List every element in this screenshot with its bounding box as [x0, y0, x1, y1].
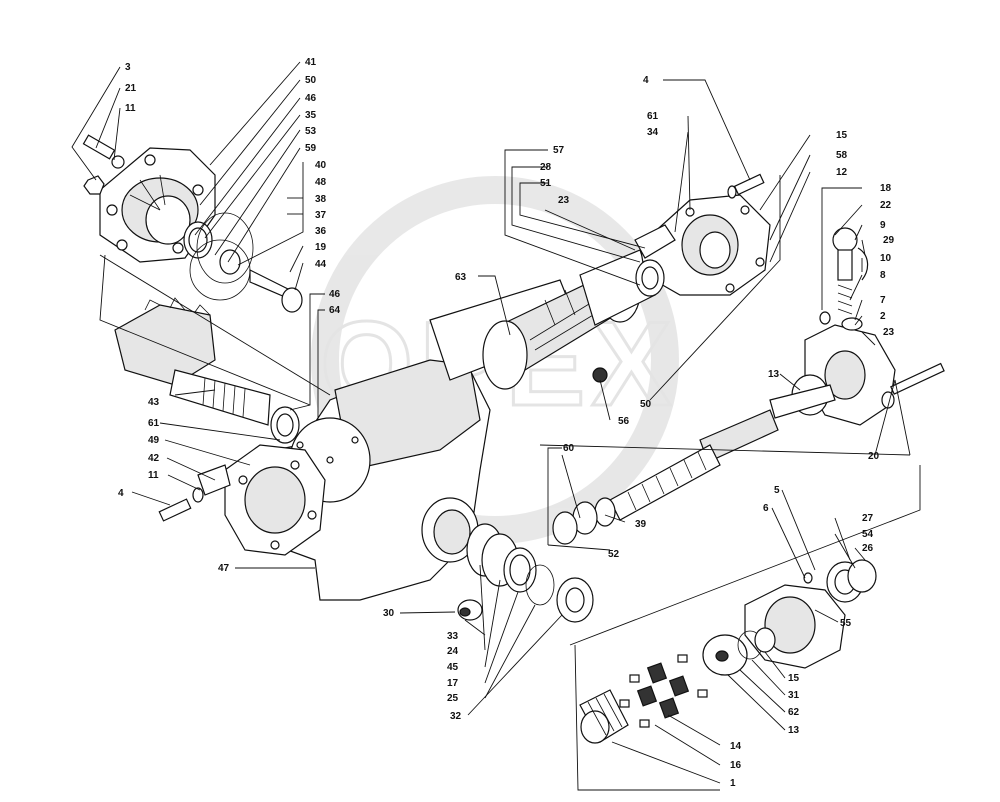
callout-36: 36 — [315, 226, 327, 237]
leader-lines — [71, 61, 921, 791]
top-left-bolt — [82, 134, 125, 195]
callout-20: 20 — [868, 451, 880, 462]
callout-44: 44 — [315, 259, 327, 270]
callout-15-bottom: 15 — [788, 673, 800, 684]
callout-38: 38 — [315, 194, 327, 205]
central-shaft — [482, 249, 656, 390]
callout-60: 60 — [563, 443, 575, 454]
callout-33: 33 — [447, 631, 459, 642]
callout-1: 1 — [730, 778, 736, 789]
callout-39: 39 — [635, 519, 647, 530]
callout-23-right: 23 — [883, 327, 895, 338]
callout-62: 62 — [788, 707, 800, 718]
disc-and-washers — [702, 627, 776, 676]
sleeve — [579, 689, 629, 744]
callout-37: 37 — [315, 210, 327, 221]
callout-18: 18 — [880, 183, 892, 194]
callout-45: 45 — [447, 662, 459, 673]
drain-plug — [457, 599, 483, 621]
callout-49: 49 — [148, 435, 160, 446]
callout-61-left: 61 — [148, 418, 160, 429]
front-cover — [224, 444, 326, 556]
callout-11-left: 11 — [148, 470, 159, 481]
callout-28: 28 — [540, 162, 552, 173]
callout-11: 11 — [125, 103, 136, 114]
callout-23: 23 — [558, 195, 570, 206]
callout-29: 29 — [883, 235, 895, 246]
callout-54: 54 — [862, 529, 874, 540]
callout-4-top: 4 — [643, 75, 649, 86]
callout-56: 56 — [618, 416, 630, 427]
callout-3: 3 — [125, 62, 131, 73]
callout-52: 52 — [608, 549, 620, 560]
bottom-cover — [744, 559, 877, 669]
callout-22: 22 — [880, 200, 892, 211]
callout-13-right: 13 — [768, 369, 780, 380]
callout-50-mid: 50 — [640, 399, 652, 410]
callout-42: 42 — [148, 453, 160, 464]
front-seal-rings — [466, 523, 594, 623]
callout-46: 46 — [305, 93, 317, 104]
callout-24: 24 — [447, 646, 459, 657]
top-right-bolt — [727, 173, 765, 199]
callout-32: 32 — [450, 711, 462, 722]
gear-shaft — [114, 297, 300, 444]
callout-31: 31 — [788, 690, 800, 701]
callout-30: 30 — [383, 608, 395, 619]
callout-40: 40 — [315, 160, 327, 171]
callout-64: 64 — [329, 305, 341, 316]
front-bolt — [158, 464, 231, 522]
callout-53: 53 — [305, 126, 317, 137]
callout-10: 10 — [880, 253, 892, 264]
springs-and-caps — [619, 654, 708, 728]
callout-35: 35 — [305, 110, 317, 121]
callout-46b: 46 — [329, 289, 341, 300]
callout-50: 50 — [305, 75, 317, 86]
callout-26: 26 — [862, 543, 874, 554]
callout-25: 25 — [447, 693, 459, 704]
callout-61-top: 61 — [647, 111, 659, 122]
callout-21: 21 — [125, 83, 137, 94]
callout-48: 48 — [315, 177, 327, 188]
callout-12: 12 — [836, 167, 848, 178]
callout-8: 8 — [880, 270, 886, 281]
callout-57: 57 — [553, 145, 565, 156]
top-right-housing — [634, 194, 771, 297]
callout-6: 6 — [763, 503, 769, 514]
callout-58: 58 — [836, 150, 848, 161]
callout-63: 63 — [455, 272, 467, 283]
callout-5: 5 — [774, 485, 780, 496]
callout-16: 16 — [730, 760, 742, 771]
screw-shaft — [552, 384, 836, 545]
callout-15-top: 15 — [836, 130, 848, 141]
callout-59: 59 — [305, 143, 317, 154]
callout-27: 27 — [862, 513, 874, 524]
callout-51: 51 — [540, 178, 552, 189]
callout-2: 2 — [880, 311, 886, 322]
callout-labels: 3 21 11 41 50 46 35 53 59 40 48 38 37 36… — [118, 57, 895, 789]
callout-19: 19 — [315, 242, 327, 253]
callout-17: 17 — [447, 678, 459, 689]
callout-41: 41 — [305, 57, 317, 68]
callout-4-left: 4 — [118, 488, 124, 499]
callout-43: 43 — [148, 397, 160, 408]
callout-7: 7 — [880, 295, 886, 306]
callout-34: 34 — [647, 127, 659, 138]
callout-47: 47 — [218, 563, 230, 574]
callout-13-bottom: 13 — [788, 725, 800, 736]
seal-rings-top — [183, 212, 303, 313]
callout-14: 14 — [730, 741, 742, 752]
callout-55: 55 — [840, 618, 852, 629]
callout-9: 9 — [880, 220, 886, 231]
